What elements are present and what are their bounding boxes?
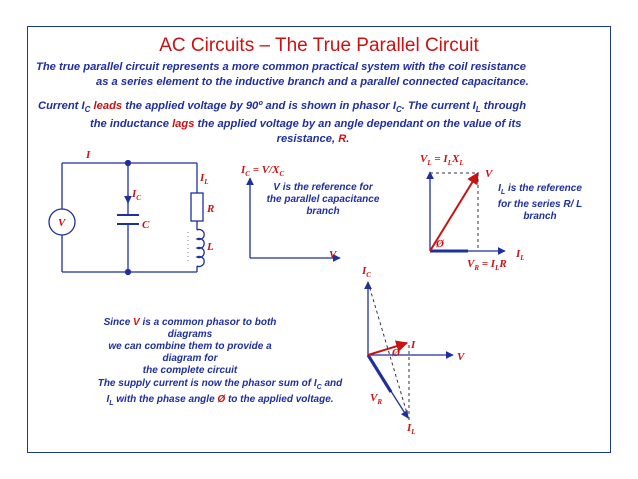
comb-i-vector: [367, 340, 409, 356]
circuit-ic-label: IC: [131, 188, 141, 202]
circuit-diagram: [48, 159, 205, 276]
cap-v-label: V: [329, 249, 338, 261]
slide-frame: [27, 26, 611, 453]
circuit-i-label: I: [85, 149, 91, 161]
cap-ic-equation: IC = V/XC: [240, 164, 284, 178]
comb-vr-label: VR: [370, 392, 382, 406]
page-title: AC Circuits – The True Parallel Circuit: [159, 35, 479, 56]
comb-il-vector: [367, 354, 409, 419]
cap-reference-note: V is the reference for the parallel capa…: [266, 182, 380, 217]
intro-line-1: The true parallel circuit represents a m…: [36, 61, 526, 73]
current-paragraph: Current IC leads the applied voltage by …: [38, 99, 608, 147]
voltage-source-icon: [48, 208, 76, 236]
circuit-r-label: R: [206, 203, 214, 215]
comb-phi-label: Ø: [391, 347, 401, 359]
comb-ic-label: IC: [361, 265, 371, 279]
combined-phasor-diagram: [364, 281, 454, 421]
since-note: Since V is a common phasor to both diagr…: [103, 317, 277, 376]
ind-vl-equation: VL = ILXL: [420, 153, 464, 167]
current-line-1: Current IC leads the applied voltage by …: [38, 100, 527, 115]
ind-reference-note: IL is the reference for the series R/ L …: [497, 183, 583, 222]
capacitor-phasor-diagram: [246, 177, 341, 262]
resistor-icon: [190, 192, 204, 222]
comb-i-label: I: [410, 339, 416, 351]
supply-note: The supply current is now the phasor sum…: [97, 378, 343, 407]
intro-line-2: as a series element to the inductive bra…: [96, 76, 529, 88]
ind-phi-label: Ø: [435, 238, 445, 250]
current-line-3: resistance, R.: [276, 133, 350, 146]
circuit-il-label: IL: [199, 172, 209, 186]
junction-top: [124, 159, 132, 167]
ind-v-label: V: [485, 168, 494, 180]
circuit-c-label: C: [142, 219, 150, 231]
comb-v-label: V: [457, 351, 466, 363]
circuit-v-label: V: [58, 217, 67, 229]
inductor-icon: [195, 228, 205, 268]
current-line-2: the inductance lags the applied voltage …: [90, 118, 522, 131]
inductor-phasor-diagram: [426, 171, 506, 255]
ind-vr-equation: VR = ILR: [467, 258, 507, 272]
junction-bottom: [124, 268, 132, 276]
intro-paragraph: The true parallel circuit represents a m…: [36, 60, 606, 90]
ind-v-vector: [429, 171, 479, 252]
comb-il-label: IL: [406, 422, 416, 436]
circuit-l-label: L: [206, 241, 214, 253]
ind-il-label: IL: [515, 248, 525, 262]
